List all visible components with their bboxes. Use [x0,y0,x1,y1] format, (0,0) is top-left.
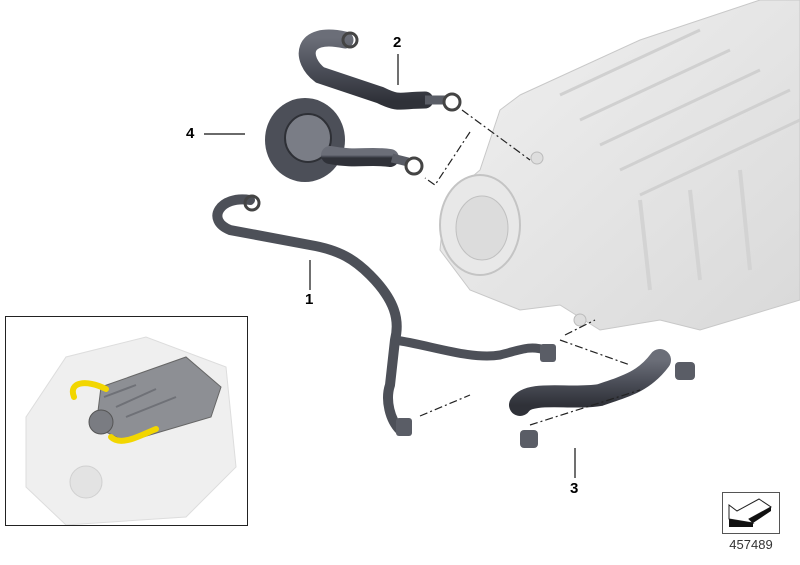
part-3-hose[interactable] [509,349,695,448]
callout-2[interactable]: 2 [393,34,402,51]
part-2-hose[interactable] [298,29,462,112]
leader-lines [204,54,576,478]
callout-4[interactable]: 4 [186,125,195,142]
diagram-id-label: 457489 [729,537,773,552]
callout-1[interactable]: 1 [305,291,314,308]
callout-3[interactable]: 3 [570,480,579,497]
navigation-arrow-button[interactable] [722,492,780,534]
engine-overview-inset [5,316,248,526]
intake-manifold [439,0,800,331]
arrow-down-left-icon [728,498,772,527]
connection-lines [419,109,641,426]
part-4-oil-separator[interactable] [265,98,424,182]
part-1-hose[interactable] [212,194,556,436]
